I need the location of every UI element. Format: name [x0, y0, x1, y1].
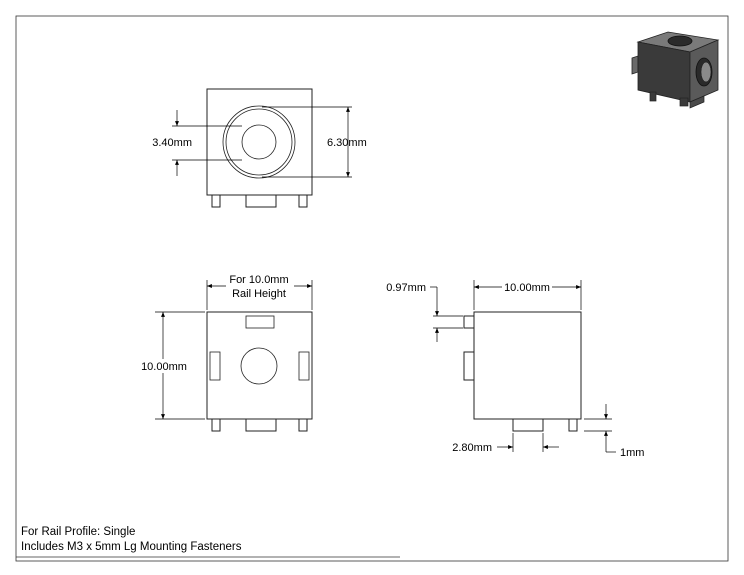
boss-inner-circle	[225, 108, 293, 176]
side-view: 10.00mm 0.97mm 2.80mm 1mm	[386, 280, 644, 459]
front-slot-top	[245, 315, 275, 329]
hole-circle	[241, 124, 277, 160]
front-peg	[245, 418, 277, 432]
side-view-body	[473, 311, 582, 420]
front-view: For 10.0mm Rail Height 10.00mm	[140, 270, 313, 432]
top-view: 3.40mm 6.30mm	[152, 88, 367, 208]
side-tab-top	[463, 315, 475, 329]
side-tab-mid	[463, 351, 475, 381]
side-width-label: 10.00mm	[504, 282, 550, 294]
rail-height-label-line1: For 10.0mm	[229, 274, 288, 286]
peg-width-label: 2.80mm	[452, 442, 492, 454]
iso-peg-mid	[679, 97, 689, 107]
peg-height-label: 1mm	[620, 447, 644, 459]
top-view-foot-right	[298, 194, 308, 208]
note-fasteners: Includes M3 x 5mm Lg Mounting Fasteners	[21, 541, 242, 553]
iso-top-hole	[667, 35, 693, 47]
front-foot-left	[211, 418, 221, 432]
top-view-foot-left	[211, 194, 221, 208]
note-rail-profile: For Rail Profile: Single	[21, 526, 135, 538]
iso-peg-left	[649, 91, 657, 102]
rail-height-label-line2: Rail Height	[232, 288, 286, 300]
boss-diameter-label: 6.30mm	[327, 137, 367, 149]
front-slot-left	[209, 351, 221, 381]
side-foot-right	[568, 418, 578, 432]
hole-diameter-label: 3.40mm	[152, 137, 192, 149]
front-foot-right	[298, 418, 308, 432]
front-slot-right	[298, 351, 310, 381]
front-hole	[240, 347, 278, 385]
iso-peg-bottom	[689, 95, 705, 109]
tab-height-label: 0.97mm	[386, 282, 426, 294]
iso-side-tab	[631, 55, 639, 75]
front-view-body	[206, 311, 313, 420]
isometric-view	[631, 31, 720, 109]
boss-outer-circle	[222, 105, 296, 179]
front-height-label: 10.00mm	[141, 361, 187, 373]
side-peg	[512, 418, 544, 432]
iso-front-face	[637, 41, 691, 103]
sheet-border	[15, 15, 729, 562]
top-view-peg	[245, 194, 277, 208]
